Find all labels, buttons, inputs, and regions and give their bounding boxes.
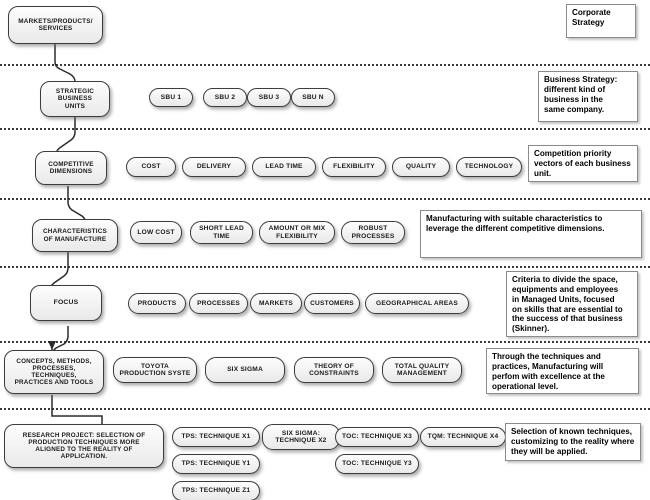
item-products[interactable]: PRODUCTS	[128, 293, 186, 314]
item-amount-or-mix-flexibility[interactable]: AMOUNT OR MIX FLEXIBILITY	[259, 221, 335, 244]
item-flexibility[interactable]: FLEXIBILITY	[322, 157, 386, 177]
item-quality[interactable]: QUALITY	[392, 157, 450, 177]
item-total-quality-management[interactable]: TOTAL QUALITY MANAGEMENT	[382, 357, 462, 383]
item-tps-technique-z1[interactable]: TPS: TECHNIQUE Z1	[172, 481, 260, 500]
note-techniques-practices: Through the techniques and practices, Ma…	[486, 348, 639, 394]
note-selection-known-techniques: Selection of known techniques, customizi…	[505, 423, 641, 461]
stage-markets-products-services[interactable]: MARKETS/PRODUCTS/ SERVICES	[8, 6, 103, 44]
stage-strategic-business-units[interactable]: STRATEGIC BUSINESS UNITS	[40, 81, 110, 117]
band-separator-1	[0, 64, 650, 66]
note-corporate-strategy: Corporate Strategy	[566, 4, 636, 38]
stage-research-project[interactable]: RESEARCH PROJECT: SELECTION OF PRODUCTIO…	[4, 424, 164, 468]
item-tps-technique-y1[interactable]: TPS: TECHNIQUE Y1	[172, 454, 260, 474]
band-separator-5	[0, 341, 650, 343]
item-processes[interactable]: PROCESSES	[189, 293, 248, 314]
item-sbu-n[interactable]: SBU N	[291, 88, 335, 107]
item-lead-time[interactable]: LEAD TIME	[252, 157, 316, 177]
item-toc-technique-x3[interactable]: TOC: TECHNIQUE X3	[335, 427, 419, 447]
note-manufacturing-characteristics: Manufacturing with suitable characterist…	[420, 210, 642, 258]
item-sbu-2[interactable]: SBU 2	[203, 88, 247, 107]
item-delivery[interactable]: DELIVERY	[182, 157, 246, 177]
item-tqm-technique-x4[interactable]: TQM: TECHNIQUE X4	[420, 427, 506, 447]
item-toc-technique-y3[interactable]: TOC: TECHNIQUE Y3	[335, 454, 419, 474]
item-cost[interactable]: COST	[126, 157, 176, 177]
item-six-sigma[interactable]: SIX SIGMA	[205, 357, 285, 383]
item-sbu-3[interactable]: SBU 3	[247, 88, 291, 107]
band-separator-3	[0, 198, 650, 200]
stage-characteristics-of-manufacture[interactable]: CHARACTERISTICS OF MANUFACTURE	[32, 219, 118, 252]
item-toyota-production-system[interactable]: TOYOTA PRODUCTION SYSTE	[113, 357, 197, 383]
item-short-lead-time[interactable]: SHORT LEAD TIME	[190, 221, 253, 244]
item-low-cost[interactable]: LOW COST	[130, 221, 182, 244]
band-separator-2	[0, 128, 650, 130]
item-six-sigma-technique-x2[interactable]: SIX SIGMA: TECHNIQUE X2	[262, 424, 340, 450]
band-separator-6	[0, 408, 650, 410]
item-sbu-1[interactable]: SBU 1	[149, 88, 193, 107]
note-focus-criteria: Criteria to divide the space, equipments…	[506, 271, 638, 337]
item-markets[interactable]: MARKETS	[250, 293, 302, 314]
stage-focus[interactable]: FOCUS	[30, 285, 102, 321]
item-theory-of-constraints[interactable]: THEORY OF CONSTRAINTS	[294, 357, 374, 383]
item-technology[interactable]: TECHNOLOGY	[456, 157, 522, 177]
note-competition-priority: Competition priority vectors of each bus…	[528, 145, 638, 182]
item-geographical-areas[interactable]: GEOGRAPHICAL AREAS	[365, 293, 469, 314]
item-robust-processes[interactable]: ROBUST PROCESSES	[341, 221, 405, 244]
stage-competitive-dimensions[interactable]: COMPETITIVE DIMENSIONS	[35, 151, 107, 185]
item-customers[interactable]: CUSTOMERS	[304, 293, 360, 314]
band-separator-4	[0, 266, 650, 268]
stage-concepts-methods-processes[interactable]: CONCEPTS, METHODS, PROCESSES, TECHNIQUES…	[4, 350, 104, 394]
item-tps-technique-x1[interactable]: TPS: TECHNIQUE X1	[172, 427, 260, 447]
note-business-strategy: Business Strategy: different kind of bus…	[538, 71, 638, 122]
